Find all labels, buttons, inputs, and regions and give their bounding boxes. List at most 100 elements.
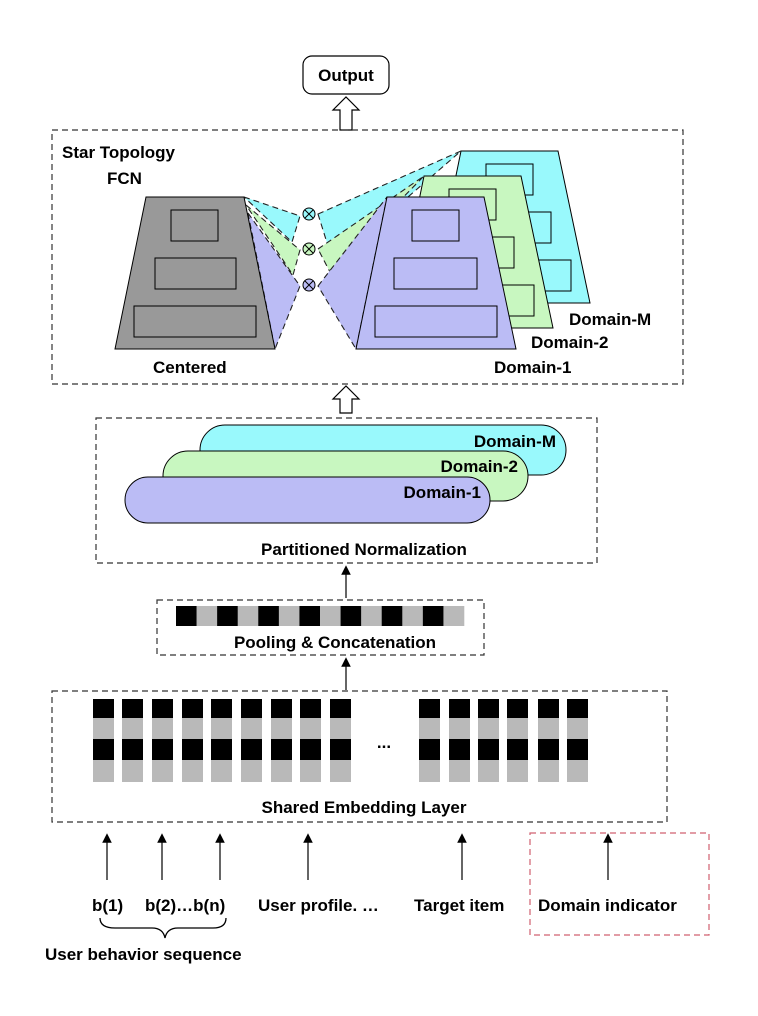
domain-1-fcn — [355, 196, 517, 350]
embedding-cell — [507, 760, 528, 782]
embedding-cell — [241, 718, 262, 739]
embedding-cell — [300, 739, 321, 760]
embedding-cell — [93, 760, 114, 782]
input-b2-bn: b(2)…b(n) — [145, 896, 225, 915]
domain-m-label: Domain-M — [569, 310, 651, 329]
embedding-cell — [241, 699, 262, 718]
embedding-title: Shared Embedding Layer — [262, 798, 467, 817]
embedding-cell — [507, 699, 528, 718]
embedding-cell — [122, 739, 143, 760]
fan-centered-purple — [247, 212, 301, 351]
embedding-cell — [507, 718, 528, 739]
star-topology-fcn: Star Topology FCN — [51, 129, 684, 385]
input-arrows — [102, 833, 613, 880]
elementwise-product-icon — [302, 207, 316, 292]
output-label: Output — [318, 66, 374, 85]
pn-domain-m-label: Domain-M — [474, 432, 556, 451]
hollow-arrow-icon — [331, 96, 361, 131]
embedding-cell — [478, 718, 499, 739]
embedding-cell — [122, 699, 143, 718]
embedding-cell — [507, 739, 528, 760]
embedding-cell — [538, 760, 559, 782]
embedding-cell — [93, 739, 114, 760]
embedding-cell — [271, 760, 292, 782]
embedding-cell — [211, 739, 232, 760]
centered-label: Centered — [153, 358, 227, 377]
embedding-cell — [538, 718, 559, 739]
pn-domain-1-label: Domain-1 — [404, 483, 481, 502]
embedding-cell — [330, 699, 351, 718]
embedding-cell — [122, 718, 143, 739]
domain-indicator-box — [529, 832, 710, 936]
domain-1-label: Domain-1 — [494, 358, 571, 377]
embedding-cell — [211, 718, 232, 739]
embedding-cell — [449, 699, 470, 718]
embedding-cell — [419, 739, 440, 760]
pooled-vector-cell — [443, 606, 465, 626]
embedding-cell — [449, 739, 470, 760]
domain-2-label: Domain-2 — [531, 333, 608, 352]
input-target-item: Target item — [414, 896, 504, 915]
input-domain-indicator: Domain indicator — [538, 896, 677, 915]
pooled-vector-cell — [422, 606, 444, 626]
pooling-concatenation: Pooling & Concatenation — [156, 599, 485, 656]
embedding-cell — [330, 718, 351, 739]
pooled-vector-cell — [340, 606, 362, 626]
pooled-vector-cell — [258, 606, 280, 626]
embedding-cell — [419, 718, 440, 739]
embedding-cell — [182, 739, 203, 760]
embedding-cell — [152, 699, 173, 718]
embedding-cell — [152, 739, 173, 760]
embedding-cell — [241, 760, 262, 782]
embedding-columns — [93, 699, 588, 782]
embedding-cell — [300, 699, 321, 718]
pooled-vector-cell — [299, 606, 321, 626]
embedding-cell — [152, 760, 173, 782]
centered-fcn — [114, 196, 276, 350]
pooled-vector-cell — [402, 606, 424, 626]
embedding-cell — [538, 699, 559, 718]
embedding-cell — [330, 760, 351, 782]
pooled-vector-cell — [381, 606, 403, 626]
fan-centered-green — [245, 204, 301, 277]
user-behavior-sequence-label: User behavior sequence — [45, 945, 242, 964]
pn-domain-2-label: Domain-2 — [441, 457, 518, 476]
brace-icon — [99, 917, 227, 939]
pooled-vector-cell — [237, 606, 259, 626]
partitioned-normalization: Domain-M Domain-2 Domain-1 Partitioned N… — [95, 417, 598, 564]
embedding-cell — [300, 760, 321, 782]
embedding-cell — [93, 718, 114, 739]
embedding-cell — [271, 739, 292, 760]
star-topology-title: Star Topology — [62, 143, 176, 162]
embedding-cell — [211, 699, 232, 718]
partitioned-normalization-title: Partitioned Normalization — [261, 540, 467, 559]
embedding-cell — [211, 760, 232, 782]
pooled-vector-cell — [196, 606, 218, 626]
shared-embedding-layer: ... Shared Embedding Layer — [51, 690, 668, 823]
embedding-cell — [567, 739, 588, 760]
hollow-arrow-icon — [331, 385, 361, 414]
fcn-label: FCN — [107, 169, 142, 188]
embedding-cell — [271, 718, 292, 739]
fan-centered-cyan — [243, 196, 301, 244]
pooled-vector-cell — [176, 606, 197, 626]
pooled-vector — [176, 606, 465, 626]
embedding-cell — [478, 739, 499, 760]
pooling-title: Pooling & Concatenation — [234, 633, 436, 652]
embedding-cell — [122, 760, 143, 782]
input-b1: b(1) — [92, 896, 123, 915]
pooled-vector-cell — [361, 606, 383, 626]
embedding-ellipsis: ... — [377, 733, 391, 752]
pooled-vector-cell — [217, 606, 239, 626]
embedding-cell — [419, 760, 440, 782]
embedding-cell — [449, 760, 470, 782]
embedding-cell — [567, 718, 588, 739]
output-node: Output — [302, 55, 390, 95]
embedding-cell — [152, 718, 173, 739]
embedding-cell — [182, 699, 203, 718]
input-user-profile: User profile. … — [258, 896, 379, 915]
embedding-cell — [419, 699, 440, 718]
pooled-vector-cell — [320, 606, 341, 626]
embedding-cell — [93, 699, 114, 718]
